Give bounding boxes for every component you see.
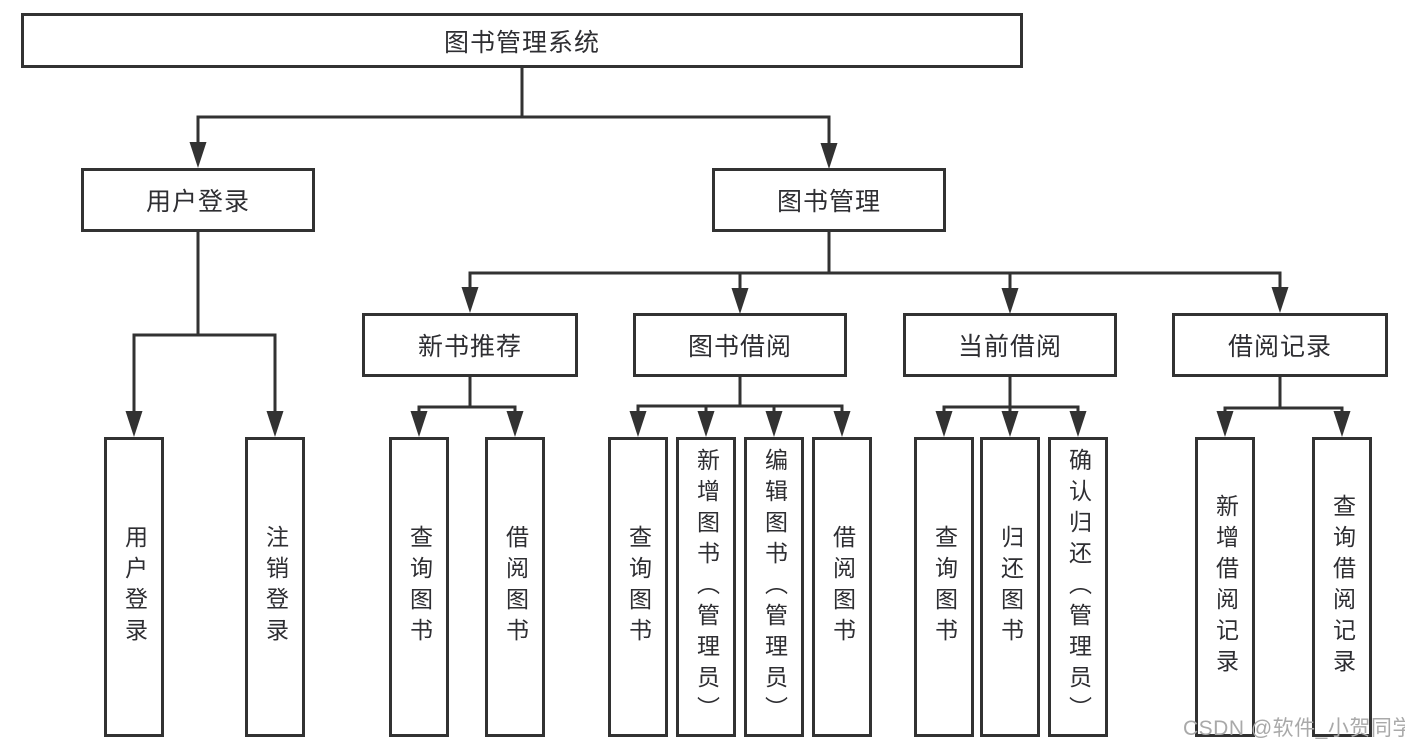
leaf-query-books-current: 查询图书 [914,437,974,737]
node-borrowing-records: 借阅记录 [1172,313,1388,377]
node-current-borrowing: 当前借阅 [903,313,1117,377]
node-label: 借阅图书 [502,525,529,649]
node-label: 用户登录 [145,188,250,216]
connector-root-to-level2 [189,68,838,169]
node-label: 新增图书（管理员） [693,447,720,727]
node-label: 查询图书 [931,525,958,649]
csdn-watermark: CSDN @软件_小贺同学 [1183,717,1405,740]
leaf-logout-login: 注销登录 [245,437,305,737]
leaf-borrow-books-recommend: 借阅图书 [485,437,545,737]
leaf-return-books: 归还图书 [980,437,1040,737]
leaf-add-borrow-record: 新增借阅记录 [1195,437,1255,737]
leaf-query-borrow-record: 查询借阅记录 [1312,437,1372,737]
node-label: 用户登录 [121,525,148,649]
node-label: 借阅图书 [829,525,856,649]
leaf-borrow-books: 借阅图书 [812,437,872,737]
connector-user-login-branch [125,232,284,437]
connector-book-borrow-branch [629,377,851,437]
node-label: 归还图书 [997,525,1024,649]
leaf-user-login: 用户登录 [104,437,164,737]
node-book-management-system: 图书管理系统 [21,13,1023,68]
node-label: 图书管理 [776,188,881,216]
leaf-edit-book-admin: 编辑图书（管理员） [744,437,804,737]
node-book-management: 图书管理 [712,168,946,232]
leaf-confirm-return-admin: 确认归还（管理员） [1048,437,1108,737]
leaf-query-books-borrow: 查询图书 [608,437,668,737]
connector-new-book-branch [410,377,524,437]
connector-current-borrow-branch [935,377,1087,437]
node-label: 图书借阅 [687,333,792,361]
connector-borrow-records-branch [1216,377,1351,437]
node-label: 借阅记录 [1227,333,1332,361]
node-new-book-recommend: 新书推荐 [362,313,578,377]
connector-book-management-branch [461,232,1289,314]
node-label: 图书管理系统 [443,28,600,57]
leaf-add-book-admin: 新增图书（管理员） [676,437,736,737]
node-label: 新书推荐 [417,333,522,361]
node-label: 确认归还（管理员） [1065,447,1092,727]
node-label: 查询图书 [625,525,652,649]
leaf-query-books-recommend: 查询图书 [389,437,449,737]
node-label: 编辑图书（管理员） [761,447,788,727]
node-user-login: 用户登录 [81,168,315,232]
node-label: 查询图书 [406,525,433,649]
node-label: 查询借阅记录 [1329,494,1356,680]
node-book-borrowing: 图书借阅 [633,313,847,377]
node-label: 当前借阅 [957,333,1062,361]
node-label: 新增借阅记录 [1212,494,1239,680]
node-label: 注销登录 [262,525,289,649]
